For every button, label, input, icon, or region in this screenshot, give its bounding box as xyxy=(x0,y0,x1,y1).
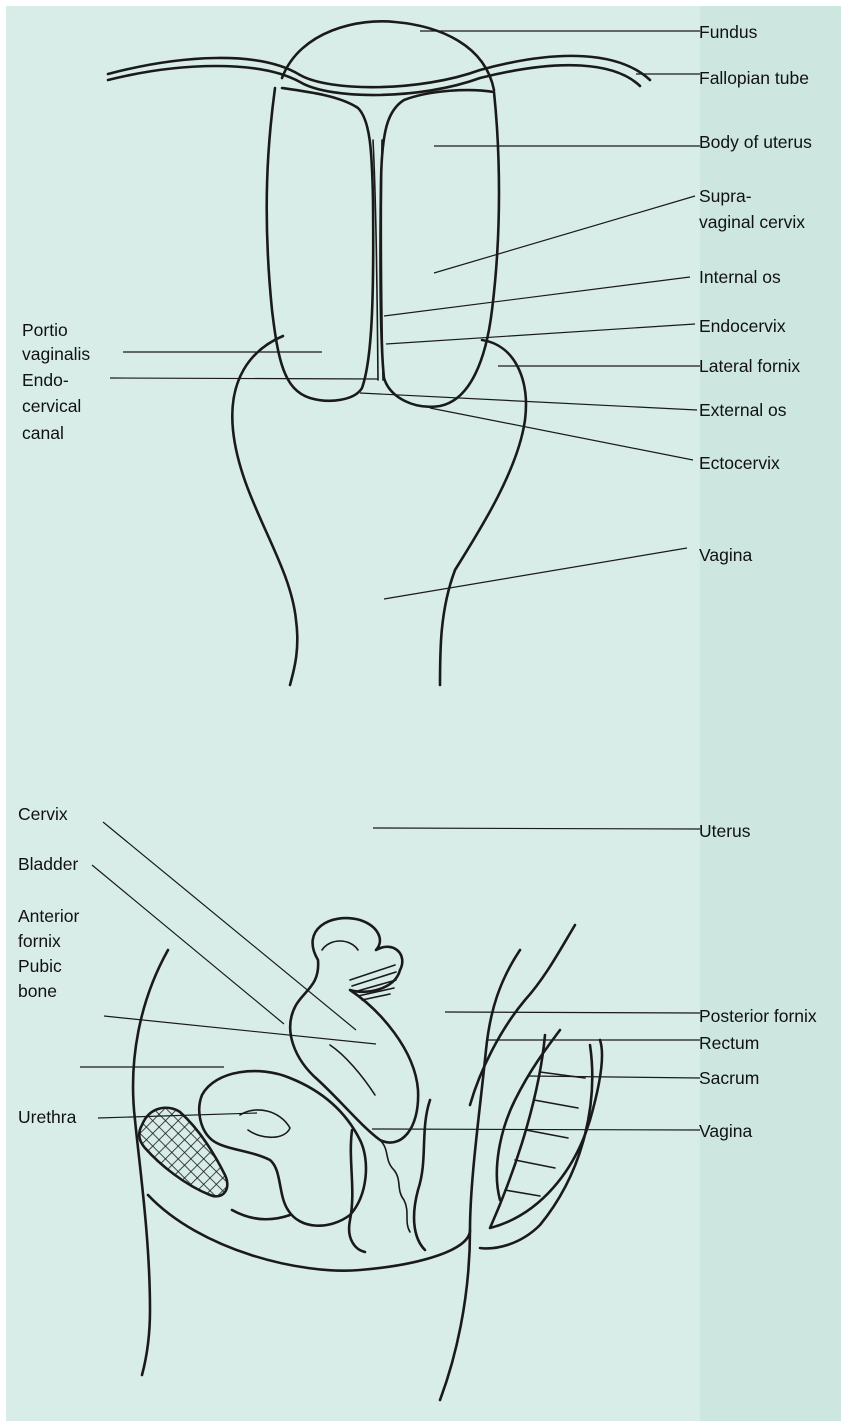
label-vagina-bottom: Vagina xyxy=(699,1120,752,1142)
label-portio-line2: vaginalis xyxy=(22,343,90,365)
label-internal-os: Internal os xyxy=(699,266,781,288)
label-cervix: Cervix xyxy=(18,803,68,825)
label-body-of-uterus: Body of uterus xyxy=(699,131,812,153)
label-portio-line1: Portio xyxy=(22,319,68,341)
vagina-right-wall xyxy=(440,340,526,685)
urethra-path xyxy=(232,1210,290,1219)
uterus-left-half xyxy=(267,88,374,401)
uterus-outline xyxy=(290,918,418,1142)
label-vagina-top: Vagina xyxy=(699,544,752,566)
label-anterior-fornix-line2: fornix xyxy=(18,930,61,952)
label-urethra: Urethra xyxy=(18,1106,76,1128)
sagittal-pelvis xyxy=(133,918,602,1400)
label-endocervical-canal-line1: Endo- xyxy=(22,369,69,391)
posterior-wall xyxy=(440,950,520,1400)
label-fallopian-tube: Fallopian tube xyxy=(699,67,809,89)
label-bladder: Bladder xyxy=(18,853,78,875)
bottom-leader-lines xyxy=(80,822,700,1130)
coronal-uterus xyxy=(108,21,650,685)
label-endocervical-canal-line2: cervical xyxy=(22,395,81,417)
label-supravaginal-cervix-line1: Supra- xyxy=(699,185,752,207)
perineum-curve xyxy=(148,1195,470,1271)
label-endocervix: Endocervix xyxy=(699,315,786,337)
uterine-cavity xyxy=(322,941,375,1095)
bladder-outline xyxy=(199,1071,366,1226)
label-supravaginal-cervix-line2: vaginal cervix xyxy=(699,211,805,233)
label-rectum: Rectum xyxy=(699,1032,759,1054)
fallopian-tube-upper xyxy=(108,56,650,87)
vagina-rugae xyxy=(380,1140,410,1232)
label-posterior-fornix: Posterior fornix xyxy=(699,1005,817,1027)
uterus-right-half xyxy=(380,90,499,407)
label-pubic-bone-line2: bone xyxy=(18,980,57,1002)
label-uterus: Uterus xyxy=(699,820,751,842)
label-external-os: External os xyxy=(699,399,787,421)
label-sacrum: Sacrum xyxy=(699,1067,759,1089)
label-lateral-fornix: Lateral fornix xyxy=(699,355,800,377)
label-endocervical-canal-line3: canal xyxy=(22,422,64,444)
label-pubic-bone-line1: Pubic xyxy=(18,955,62,977)
bladder-lumen xyxy=(240,1110,290,1137)
label-fundus: Fundus xyxy=(699,21,757,43)
fallopian-tube-lower xyxy=(108,65,640,95)
label-ectocervix: Ectocervix xyxy=(699,452,780,474)
sacrum-vertebrae xyxy=(505,1072,585,1196)
vagina-left-wall xyxy=(232,336,297,685)
pubic-bone xyxy=(139,1108,227,1197)
top-leader-lines xyxy=(110,31,700,599)
label-anterior-fornix-line1: Anterior xyxy=(18,905,79,927)
